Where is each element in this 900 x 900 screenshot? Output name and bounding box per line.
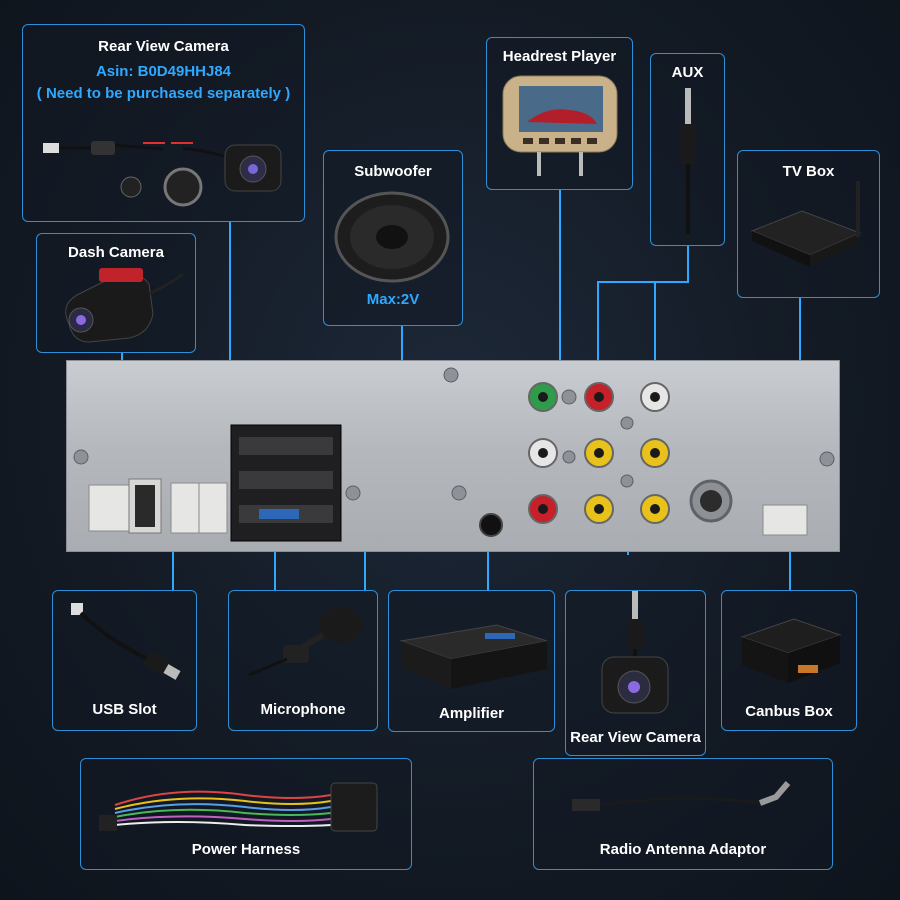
microphone-title: Microphone xyxy=(260,701,346,718)
usb-slot-panel: USB Slot xyxy=(52,590,197,731)
dash-camera-title: Dash Camera xyxy=(68,244,164,261)
rear-view-camera-note: ( Need to be purchased separately ) xyxy=(36,85,291,102)
power-harness-title: Power Harness xyxy=(191,841,301,858)
aux-plug-icon xyxy=(680,88,696,234)
rear-view-camera-bottom-title: Rear View Camera xyxy=(570,729,701,746)
canbus-box-title: Canbus Box xyxy=(745,703,833,720)
subwoofer-icon xyxy=(334,191,450,283)
subwoofer-spec: Max:2V xyxy=(366,291,420,308)
rear-view-camera-asin: Asin: B0D49HHJ84 xyxy=(95,63,232,80)
rear-view-camera-top-title: Rear View Camera xyxy=(98,38,229,55)
amplifier-title: Amplifier xyxy=(438,705,504,722)
aux-title: AUX xyxy=(671,64,704,81)
tv-box-icon xyxy=(750,181,862,267)
microphone-panel: Microphone xyxy=(228,590,378,731)
rear-camera-cable-icon xyxy=(43,141,282,207)
radio-antenna-adaptor-title: Radio Antenna Adaptor xyxy=(599,841,767,858)
dash-camera-icon xyxy=(65,268,184,343)
amplifier-panel: Amplifier xyxy=(388,590,555,732)
headrest-player-panel: Headrest Player xyxy=(486,37,633,190)
rear-camera-bottom-icon xyxy=(601,591,669,714)
radio-antenna-icon xyxy=(572,781,791,811)
tv-box-panel: TV Box xyxy=(737,150,880,298)
rear-view-camera-top-panel: Rear View Camera Asin: B0D49HHJ84 ( Need… xyxy=(22,24,305,222)
usb-slot-title: USB Slot xyxy=(92,701,157,718)
tv-box-title: TV Box xyxy=(782,163,835,180)
radio-antenna-adaptor-panel: Radio Antenna Adaptor xyxy=(533,758,833,870)
amplifier-icon xyxy=(399,624,548,689)
rear-view-camera-bottom-panel: Rear View Camera xyxy=(565,590,706,756)
head-unit-ports xyxy=(73,367,835,542)
subwoofer-title: Subwoofer xyxy=(354,163,432,180)
dash-camera-panel: Dash Camera xyxy=(36,233,196,353)
head-unit-back-panel xyxy=(66,360,840,552)
headrest-player-icon xyxy=(502,75,618,176)
subwoofer-panel: Subwoofer Max:2V xyxy=(323,150,463,326)
power-harness-panel: Power Harness xyxy=(80,758,412,870)
microphone-icon xyxy=(248,607,363,677)
aux-panel: AUX xyxy=(650,53,725,246)
headrest-player-title: Headrest Player xyxy=(502,48,617,65)
canbus-box-icon xyxy=(740,618,842,683)
canbus-box-panel: Canbus Box xyxy=(721,590,857,731)
power-harness-icon xyxy=(99,782,378,832)
usb-cable-icon xyxy=(71,603,181,680)
